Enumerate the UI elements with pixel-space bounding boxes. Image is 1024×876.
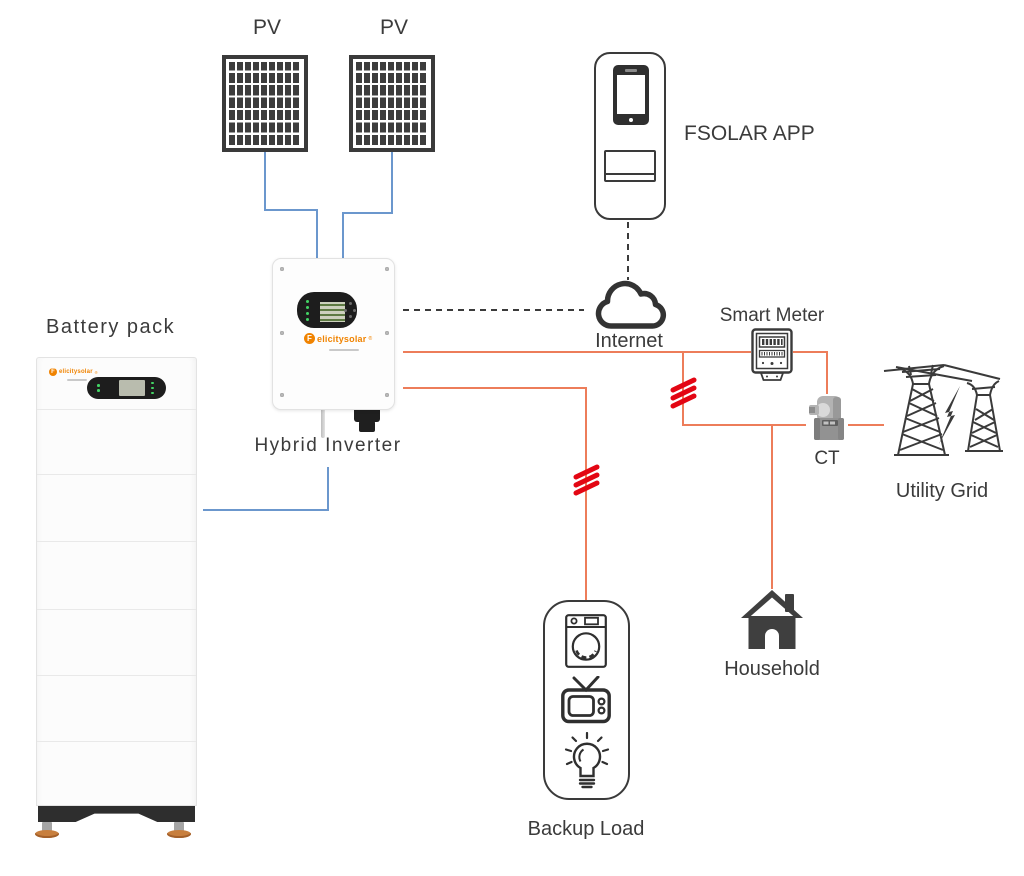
wire-battery-inverter	[203, 467, 329, 511]
pv-panel-left-icon	[222, 55, 308, 152]
battery-pack-label: Battery pack	[46, 316, 176, 338]
ct-clamp-icon	[809, 396, 844, 440]
pv-right-label: PV	[379, 16, 408, 39]
hybrid-inverter-label: Hybrid Inverter	[254, 435, 402, 456]
inverter-output-connector	[354, 406, 380, 422]
utility-grid-label: Utility Grid	[895, 480, 989, 502]
wire-inverter-backupload	[403, 387, 587, 600]
lightning-bolt-icon	[939, 386, 960, 444]
pv-left-label: PV	[252, 16, 281, 39]
smart-meter-icon	[751, 328, 793, 381]
inverter-output-connector-tip	[359, 421, 375, 432]
battery-lcd-screen	[119, 380, 145, 396]
inverter-display	[297, 292, 357, 328]
wire-pv-left-inverter	[264, 152, 318, 259]
fsolar-app-label: FSOLAR APP	[684, 122, 815, 145]
battery-display	[87, 377, 166, 399]
smart-meter-label: Smart Meter	[719, 305, 825, 326]
monitor-stand-base	[604, 150, 656, 182]
household-label: Household	[724, 658, 820, 680]
washing-machine-icon	[565, 614, 607, 668]
internet-label: Internet	[595, 330, 663, 352]
wire-smartmeter-ct	[793, 351, 828, 394]
wire-pv-right-inverter	[342, 152, 393, 259]
inverter-antenna-cable	[321, 410, 325, 438]
wire-grid-branch	[682, 352, 806, 426]
breaker-mark-backup-line	[573, 464, 600, 496]
light-bulb-icon	[564, 732, 610, 789]
utility-grid-towers-icon	[883, 364, 1003, 456]
household-house-icon	[741, 590, 803, 649]
battery-brand-tagline	[67, 379, 87, 381]
inverter-brand-tagline	[329, 349, 359, 351]
tv-icon	[561, 676, 611, 724]
smartphone-icon	[613, 65, 649, 125]
fsolar-app-device-icon	[594, 52, 666, 220]
backup-load-label: Backup Load	[527, 818, 645, 840]
battery-foot-right	[174, 822, 184, 831]
internet-cloud-icon	[595, 280, 667, 329]
inverter-lcd-screen	[318, 300, 347, 324]
battery-foot-left	[42, 822, 52, 831]
backup-load-box	[543, 600, 630, 800]
monitor-icon	[604, 150, 656, 182]
pv-panel-right-icon	[349, 55, 435, 152]
breaker-mark-grid-line	[670, 377, 697, 409]
ct-label: CT	[814, 448, 840, 469]
